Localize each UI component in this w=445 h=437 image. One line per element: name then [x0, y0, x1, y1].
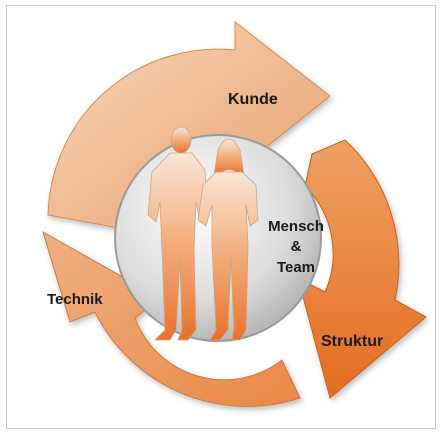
center-label-line1: Mensch [268, 218, 324, 235]
label-kunde: Kunde [228, 91, 278, 108]
arrow-right [297, 139, 427, 399]
center-label-line2: & [291, 238, 302, 255]
label-struktur: Struktur [321, 333, 383, 350]
arrow-left [42, 230, 301, 407]
center-label-line3: Team [277, 259, 315, 276]
person-woman-silhouette [197, 138, 259, 341]
label-technik: Technik [47, 291, 103, 308]
